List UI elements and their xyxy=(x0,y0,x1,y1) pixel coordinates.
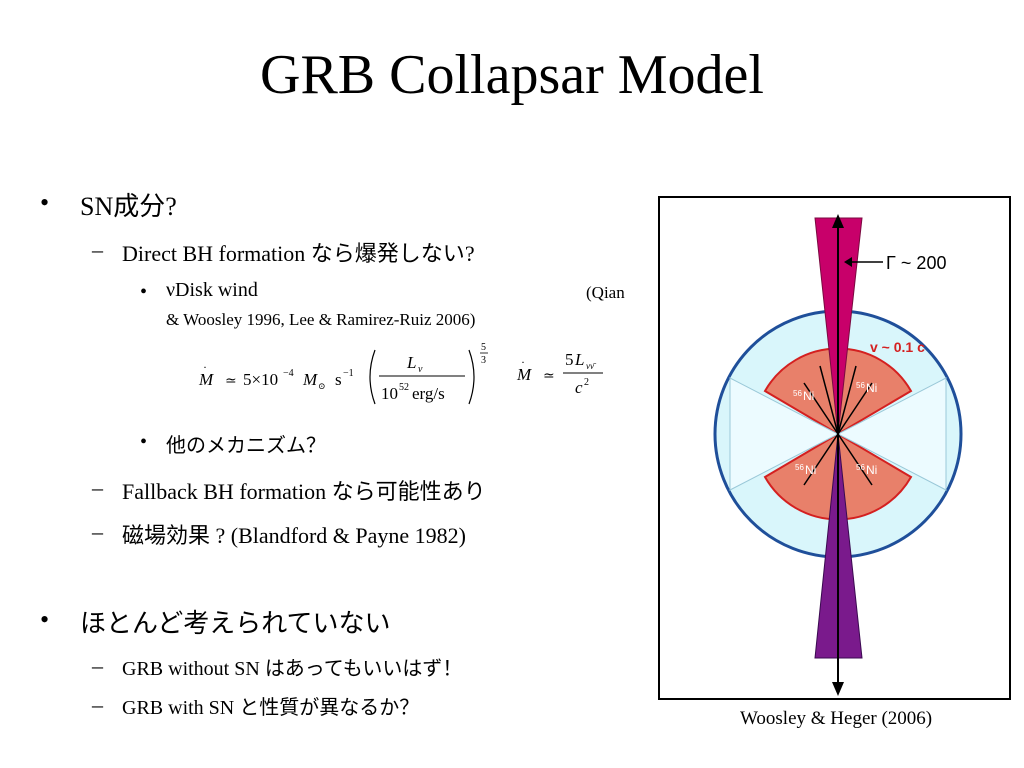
velocity-label: v ~ 0.1 c xyxy=(870,339,925,355)
bullet-without-jp: はあってもいいはず！ xyxy=(264,656,463,680)
bullet-fallback-jp: なら可能性あり xyxy=(331,480,486,505)
ni-mass-number: 56 xyxy=(856,381,865,390)
bullet-sn-suffix: ? xyxy=(165,192,177,221)
bullet-fallback-text: Fallback BH formation xyxy=(122,479,332,504)
luminosity-symbol: L xyxy=(406,353,416,372)
bullet-not-considered: ほとんど考えられていない xyxy=(80,609,391,639)
arrow-down-head xyxy=(832,682,844,696)
power-denominator: 3 xyxy=(481,355,486,366)
mdot-symbol: M xyxy=(198,370,214,389)
left-paren xyxy=(369,349,376,405)
outflow-arrow xyxy=(803,382,839,435)
bullet-with-text: GRB with SN xyxy=(122,697,240,719)
bullet-marker: • xyxy=(140,431,148,453)
gamma-pointer-head xyxy=(844,257,852,267)
ni-label: Ni xyxy=(803,389,814,403)
ni-label: Ni xyxy=(866,463,877,477)
collapsar-diagram: Γ ~ 200 v ~ 0.1 c 56 Ni 56 Ni 56 Ni 56 N… xyxy=(658,196,1011,700)
ni-label: Ni xyxy=(866,381,877,395)
ni-mass-number: 56 xyxy=(793,389,802,398)
outflow-arrow xyxy=(837,433,873,486)
ni-label: Ni xyxy=(805,463,816,477)
figure-caption: Woosley & Heger (2006) xyxy=(740,708,933,729)
solar-subscript: ⊙ xyxy=(318,381,326,391)
ni-mass-number: 56 xyxy=(795,463,804,472)
bullet-marker: • xyxy=(40,605,50,634)
denominator-base: 10 xyxy=(381,384,398,403)
per-second: s xyxy=(335,370,342,389)
mdot-dot: · xyxy=(203,360,207,374)
power-numerator: 5 xyxy=(481,342,486,353)
approx-symbol: ≃ xyxy=(225,374,237,389)
bullet-with-jp: と性質が異なるか？ xyxy=(239,695,420,719)
gamma-label: Γ ~ 200 xyxy=(886,253,946,273)
bullet-disk-wind: νDisk wind xyxy=(166,279,258,301)
outflow-arrow xyxy=(837,365,857,435)
collapsar-svg: Γ ~ 200 v ~ 0.1 c 56 Ni 56 Ni 56 Ni 56 N… xyxy=(713,214,963,696)
outflow-arrow xyxy=(837,382,873,435)
ni-mass-number: 56 xyxy=(856,463,865,472)
rate-coefficient: 5×10 xyxy=(243,370,278,389)
c-symbol: c xyxy=(575,378,583,397)
solar-mass-symbol: M xyxy=(302,370,318,389)
dash-marker: – xyxy=(92,237,103,262)
dash-marker: – xyxy=(92,692,103,717)
citation-qian: (Qian xyxy=(586,283,625,302)
bullet-magnetic: 磁場効果 ? (Blandford & Payne 1982) xyxy=(122,518,466,550)
bullet-fallback-bh: Fallback BH formation なら可能性あり xyxy=(122,474,486,506)
bullet-direct-bh-suffix: ? xyxy=(464,241,475,266)
denominator-exponent: 52 xyxy=(399,382,409,393)
denominator-unit: erg/s xyxy=(412,384,445,403)
right-cavity xyxy=(836,377,947,491)
rate-exponent: −4 xyxy=(283,368,294,379)
luminosity-subscript: ν xyxy=(418,364,423,375)
bullet-sn-prefix: SN xyxy=(80,192,114,221)
arrow-up-head xyxy=(832,214,844,228)
dash-marker: – xyxy=(92,519,103,544)
citation-woosley-lee: & Woosley 1996, Lee & Ramirez-Ruiz 2006) xyxy=(166,310,476,329)
dash-marker: – xyxy=(92,653,103,678)
bullet-sn-component: SN成分? xyxy=(80,186,177,223)
bullet-grb-with-sn: GRB with SN と性質が異なるか？ xyxy=(122,691,419,720)
dash-marker: – xyxy=(92,475,103,500)
bullet-direct-bh-jp: なら爆発しない xyxy=(310,242,465,267)
bullet-magnetic-jp: 磁場効果 xyxy=(122,524,211,549)
bullet-magnetic-suffix: ? (Blandford & Payne 1982) xyxy=(210,523,467,548)
bullet-other-mechanism: 他のメカニズム？ xyxy=(166,433,326,457)
c-exponent: 2 xyxy=(584,377,589,388)
accretion-rate-formula: M · ≃ 5×10 −4 M ⊙ s −1 L ν 10 52 erg/s 5… xyxy=(198,342,603,405)
bullet-marker: • xyxy=(140,281,148,303)
outflow-arrow xyxy=(819,365,839,435)
mdot-symbol-2: M xyxy=(516,365,532,384)
right-paren xyxy=(468,349,475,405)
numerator-five: 5 xyxy=(565,350,574,369)
bullet-direct-bh-text: Direct BH formation xyxy=(122,241,311,266)
bullet-without-text: GRB without SN xyxy=(122,658,265,680)
slide-title: GRB Collapsar Model xyxy=(260,44,764,106)
bullet-marker: • xyxy=(40,188,50,217)
bullet-direct-bh: Direct BH formation なら爆発しない? xyxy=(122,236,475,268)
bullet-grb-without-sn: GRB without SN はあってもいいはず！ xyxy=(122,652,462,681)
outflow-arrow xyxy=(803,433,839,486)
approx-symbol-2: ≃ xyxy=(543,369,555,384)
left-cavity xyxy=(729,377,840,491)
bullet-sn-jp: 成分 xyxy=(113,192,166,222)
numerator-subscript: νν̄ xyxy=(586,361,597,371)
numerator-luminosity: L xyxy=(574,350,584,369)
per-second-exponent: −1 xyxy=(343,368,354,379)
mdot-dot-2: · xyxy=(521,355,525,369)
